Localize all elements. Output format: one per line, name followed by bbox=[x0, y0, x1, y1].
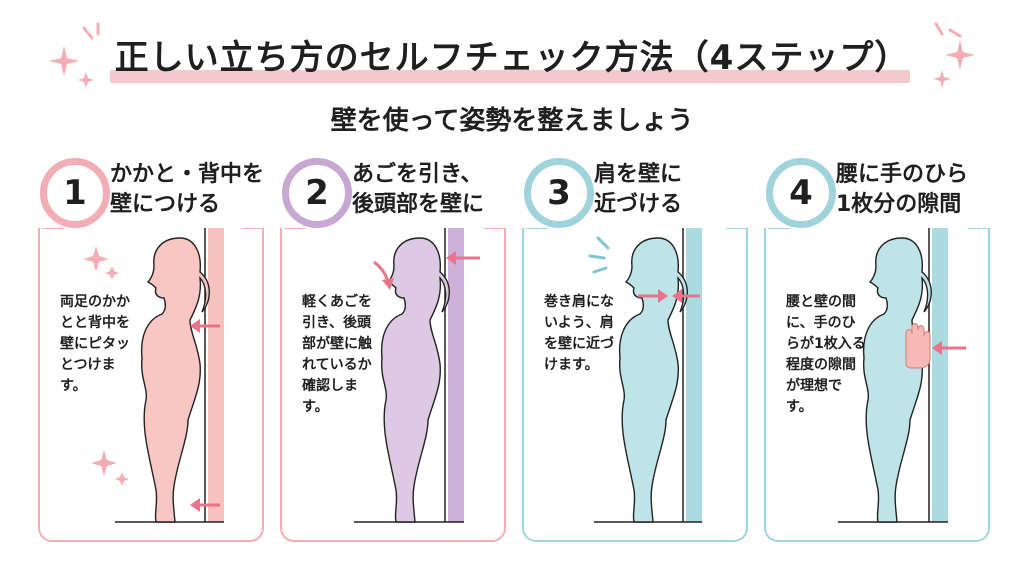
step-description: 巻き肩にないよう、肩を壁に近づけます。 bbox=[544, 294, 614, 373]
step-description: 腰と壁の間に、手のひらが1枚入る程度の隙間が理想です。 bbox=[786, 294, 866, 415]
sparkle-icon bbox=[83, 246, 129, 486]
step-title-line: 腰に手のひら bbox=[836, 162, 969, 187]
arrow-icon bbox=[190, 319, 220, 512]
step-title: 肩を壁に 近づける bbox=[594, 160, 769, 220]
standing-figure bbox=[140, 237, 210, 523]
step-title-line: あごを引き、 bbox=[352, 162, 483, 187]
step-title-line: かかと・背中を bbox=[110, 162, 265, 187]
burst-lines-icon bbox=[82, 22, 100, 40]
page-title: 正しい立ち方のセルフチェック方法（4ステップ） bbox=[114, 38, 910, 78]
wall bbox=[448, 228, 464, 522]
burst-lines-icon bbox=[934, 22, 962, 38]
step-4-card: 腰と壁の間に、手のひらが1枚入る程度の隙間が理想です。 bbox=[764, 228, 990, 542]
page-subtitle: 壁を使って姿勢を整えましょう bbox=[330, 106, 694, 136]
sparkle-icon bbox=[933, 40, 975, 88]
step-3-card: 巻き肩にないよう、肩を壁に近づけます。 bbox=[522, 228, 748, 542]
step-title-line: 壁につける bbox=[110, 192, 221, 217]
wall bbox=[208, 228, 224, 522]
title-underline bbox=[110, 70, 910, 83]
step-title: あごを引き、 後頭部を壁に bbox=[352, 160, 527, 220]
wall bbox=[932, 228, 948, 522]
step-description: 軽くあごを引き、後頭部が壁に触れているか確認します。 bbox=[302, 294, 372, 415]
step-number-badge: 1 bbox=[40, 158, 110, 228]
sparkle-icon bbox=[49, 46, 94, 88]
wall bbox=[686, 228, 702, 522]
step-title-line: 肩を壁に bbox=[594, 162, 683, 187]
burst-lines-icon bbox=[588, 236, 610, 274]
standing-figure bbox=[618, 237, 688, 523]
arrow-icon bbox=[373, 251, 480, 290]
step-2-card: 軽くあごを引き、後頭部が壁に触れているか確認します。 bbox=[280, 228, 506, 542]
standing-figure bbox=[862, 237, 932, 523]
arrow-icon bbox=[932, 341, 966, 355]
step-title: 腰に手のひら 1枚分の隙間 bbox=[836, 160, 1011, 220]
step-title-line: 1枚分の隙間 bbox=[836, 192, 962, 217]
step-number-badge: 4 bbox=[766, 158, 836, 228]
step-title: かかと・背中を 壁につける bbox=[110, 160, 285, 220]
step-title-line: 近づける bbox=[594, 192, 683, 217]
step-title-line: 後頭部を壁に bbox=[352, 192, 485, 217]
step-description: 両足のかかとと背中を壁にピタッとつけます。 bbox=[60, 294, 130, 394]
step-number-badge: 2 bbox=[282, 158, 352, 228]
step-1-card: 両足のかかとと背中を壁にピタッとつけます。 bbox=[38, 228, 264, 542]
step-number-badge: 3 bbox=[524, 158, 594, 228]
hand-icon bbox=[905, 322, 931, 369]
standing-figure bbox=[380, 237, 450, 523]
arrow-icon bbox=[638, 289, 700, 303]
